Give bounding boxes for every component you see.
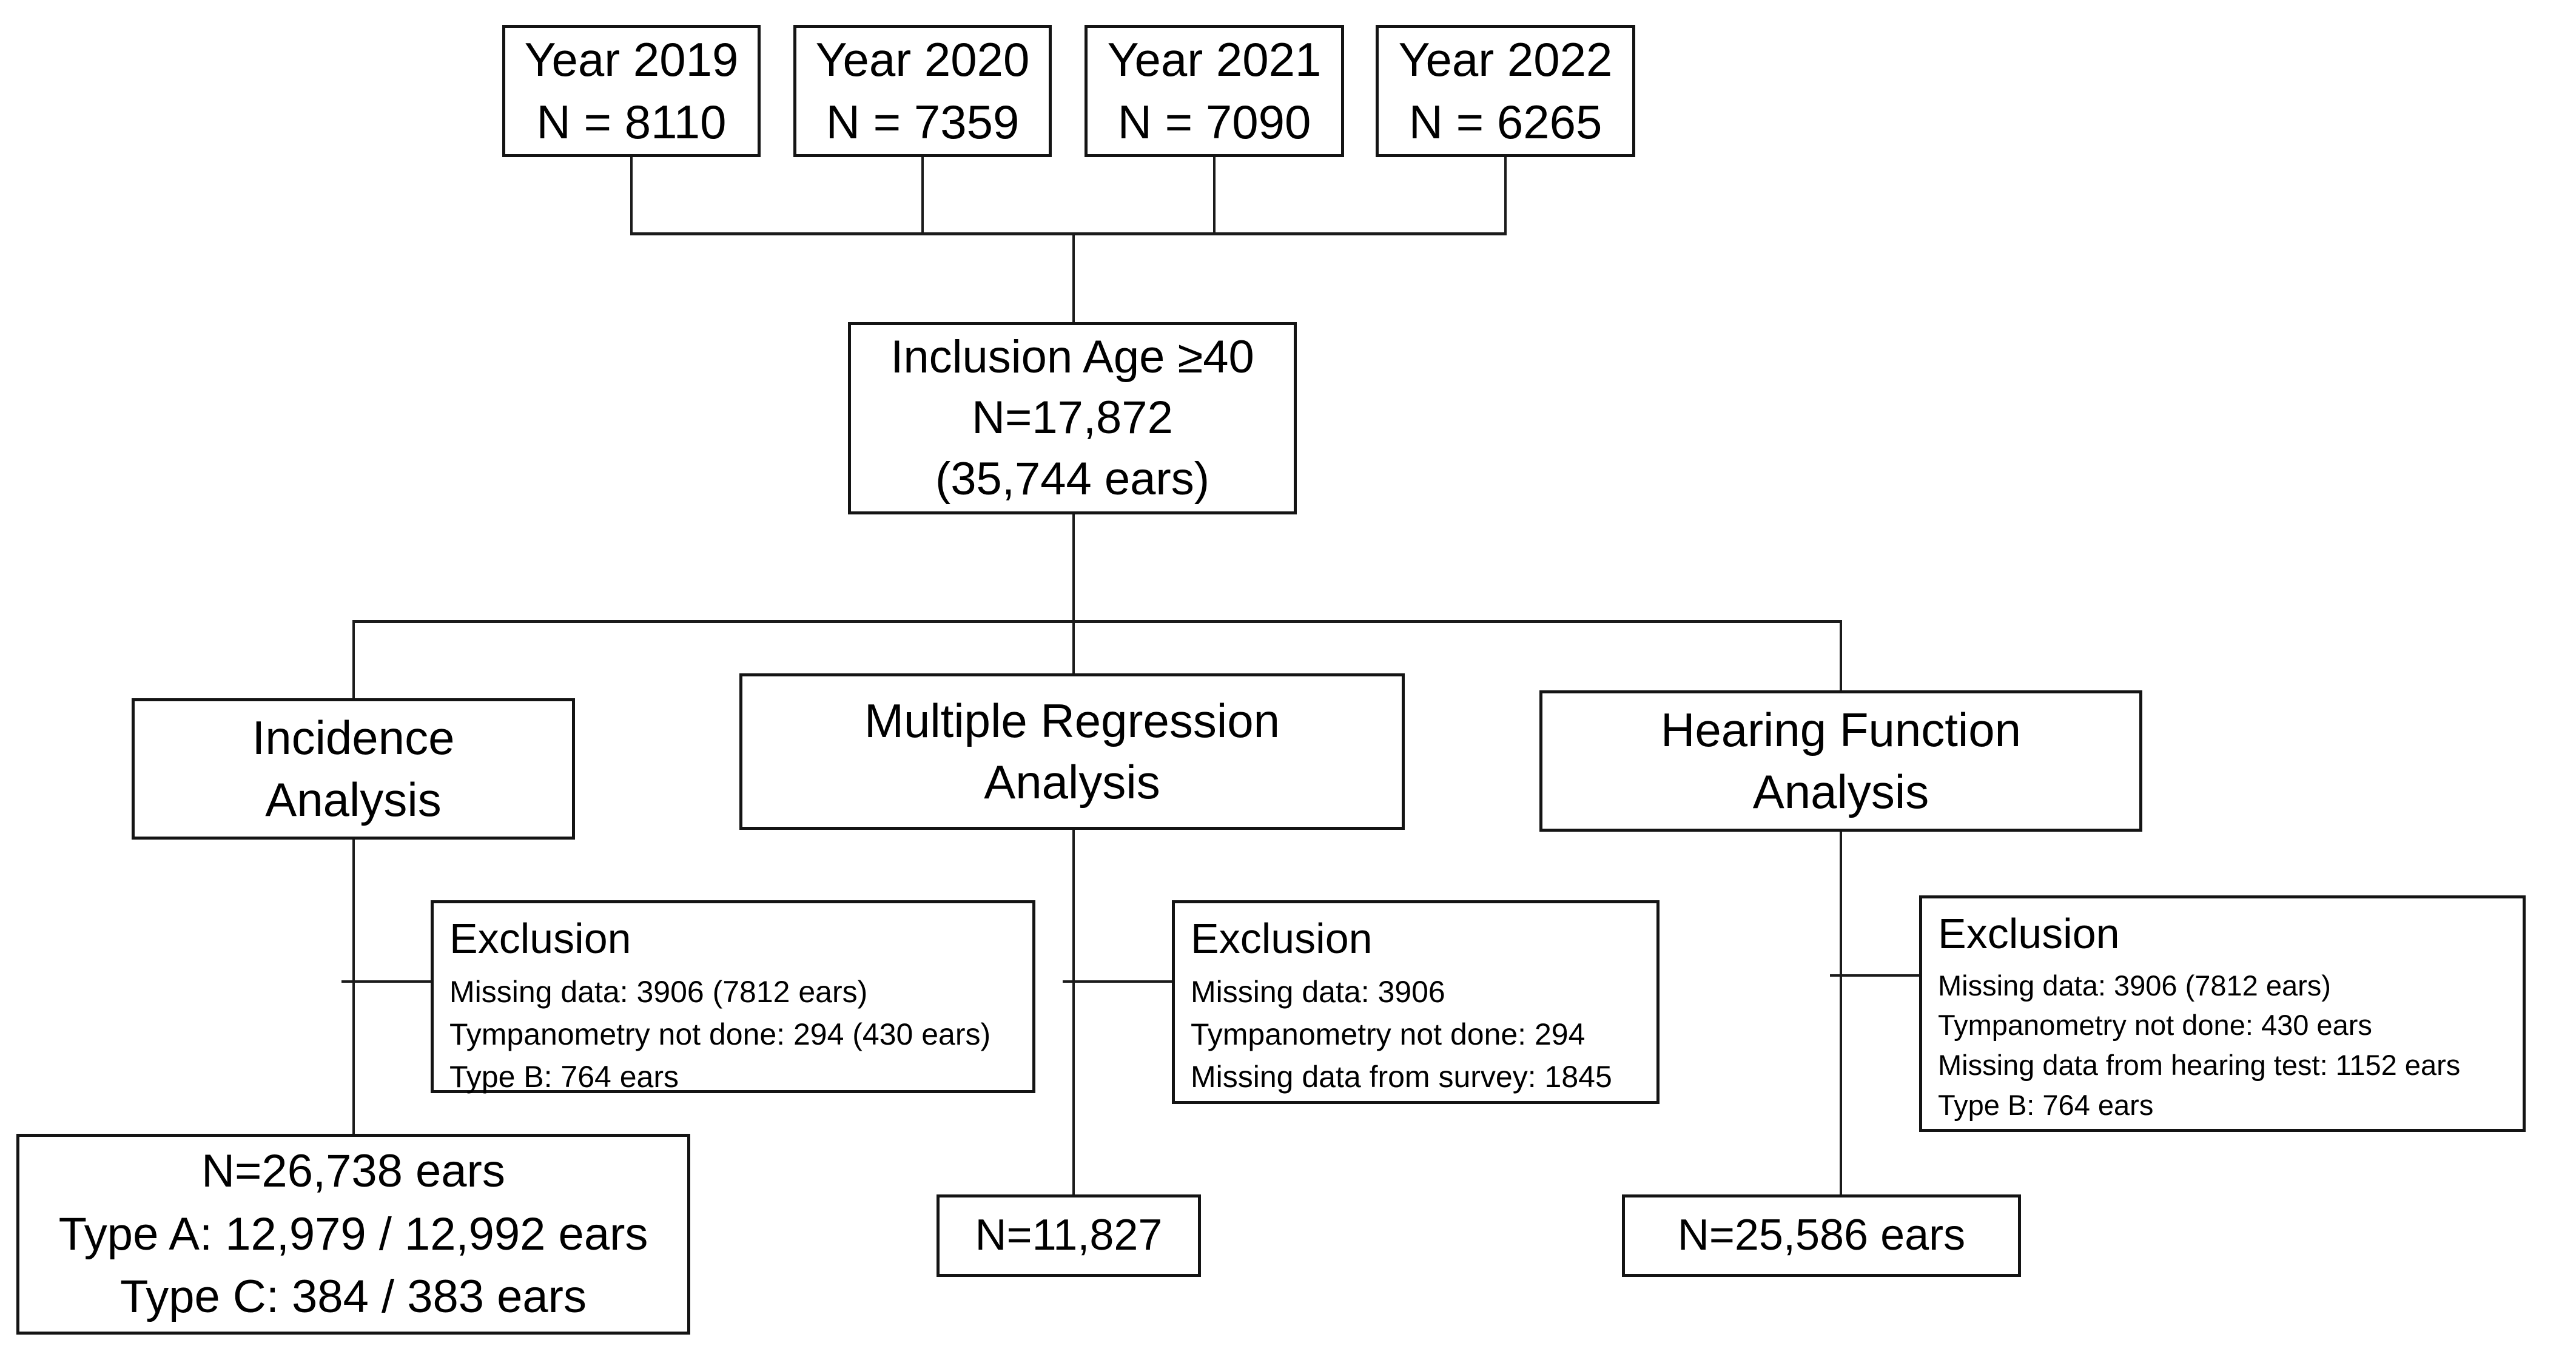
exclusion-item: Missing data from hearing test: 1152 ear… [1938,1049,2461,1082]
year-label: Year 2019 [524,33,739,87]
connector-hearing-exclusion-stub [1830,974,1919,977]
year-label: Year 2020 [815,33,1030,87]
year-box-2019: Year 2019 N = 8110 [502,25,761,157]
exclusion-item: Missing data from survey: 1845 [1191,1059,1612,1094]
year-box-2020: Year 2020 N = 7359 [793,25,1052,157]
connector-branch-bus [352,620,1842,623]
year-count: N = 7090 [1117,95,1311,149]
branch-title-line: Hearing Function [1661,703,2021,757]
connector-year-2020-drop [921,157,924,235]
exclusion-item: Tympanometry not done: 294 (430 ears) [449,1017,991,1051]
branch-title-line: Multiple Regression [864,693,1280,747]
connector-bus-to-inclusion [1072,235,1075,322]
connector-hearing-to-result [1840,832,1842,1194]
result-line: Type A: 12,979 / 12,992 ears [58,1208,648,1260]
connector-incidence-exclusion-stub [341,980,431,983]
exclusion-box-hearing: Exclusion Missing data: 3906 (7812 ears)… [1919,895,2526,1132]
exclusion-box-regression: Exclusion Missing data: 3906 Tympanometr… [1172,900,1660,1104]
exclusion-box-incidence: Exclusion Missing data: 3906 (7812 ears)… [431,900,1035,1094]
connector-regression-exclusion-stub [1063,980,1172,983]
connector-branch-regression-drop [1072,620,1075,673]
exclusion-item: Tympanometry not done: 294 [1191,1017,1586,1051]
branch-box-multiple-regression-analysis: Multiple Regression Analysis [739,673,1405,830]
exclusion-item: Missing data: 3906 (7812 ears) [449,974,868,1009]
branch-box-hearing-function-analysis: Hearing Function Analysis [1539,690,2142,832]
year-label: Year 2022 [1398,33,1613,87]
year-label: Year 2021 [1107,33,1322,87]
branch-box-incidence-analysis: Incidence Analysis [132,698,575,840]
connector-regression-to-result [1072,830,1075,1194]
result-line: N=26,738 ears [201,1145,505,1197]
exclusion-item: Missing data: 3906 (7812 ears) [1938,969,2331,1002]
year-box-2021: Year 2021 N = 7090 [1085,25,1344,157]
connector-year-bus [630,232,1507,235]
year-count: N = 6265 [1408,95,1602,149]
result-line: N=11,827 [975,1211,1163,1260]
result-line: N=25,586 ears [1677,1211,1966,1260]
connector-inclusion-drop [1072,514,1075,620]
exclusion-item: Missing data: 3906 [1191,974,1445,1009]
connector-year-2022-drop [1504,157,1507,235]
inclusion-n: N=17,872 [972,392,1173,444]
exclusion-title: Exclusion [1191,915,1373,962]
connector-year-2021-drop [1213,157,1216,235]
result-line: Type C: 384 / 383 ears [120,1271,587,1323]
year-count: N = 7359 [826,95,1020,149]
connector-branch-hearing-drop [1840,620,1842,690]
exclusion-item: Type B: 764 ears [1938,1088,2154,1121]
branch-title-line: Analysis [265,772,442,826]
inclusion-box: Inclusion Age ≥40 N=17,872 (35,744 ears) [848,322,1297,514]
year-box-2022: Year 2022 N = 6265 [1376,25,1635,157]
exclusion-title: Exclusion [1938,910,2120,957]
exclusion-item: Type B: 764 ears [449,1059,679,1094]
year-count: N = 8110 [536,95,727,149]
connector-incidence-to-result [352,840,355,1134]
exclusion-item: Tympanometry not done: 430 ears [1938,1009,2372,1042]
exclusion-title: Exclusion [449,915,631,962]
connector-year-2019-drop [630,157,633,235]
inclusion-ears: (35,744 ears) [935,453,1210,505]
branch-title-line: Analysis [1752,764,1929,818]
inclusion-criteria: Inclusion Age ≥40 [890,331,1254,383]
connector-branch-incidence-drop [352,620,355,698]
branch-title-line: Incidence [252,711,455,765]
result-box-incidence: N=26,738 ears Type A: 12,979 / 12,992 ea… [16,1134,690,1335]
branch-title-line: Analysis [984,755,1160,809]
result-box-regression: N=11,827 [937,1194,1201,1277]
result-box-hearing: N=25,586 ears [1622,1194,2021,1277]
